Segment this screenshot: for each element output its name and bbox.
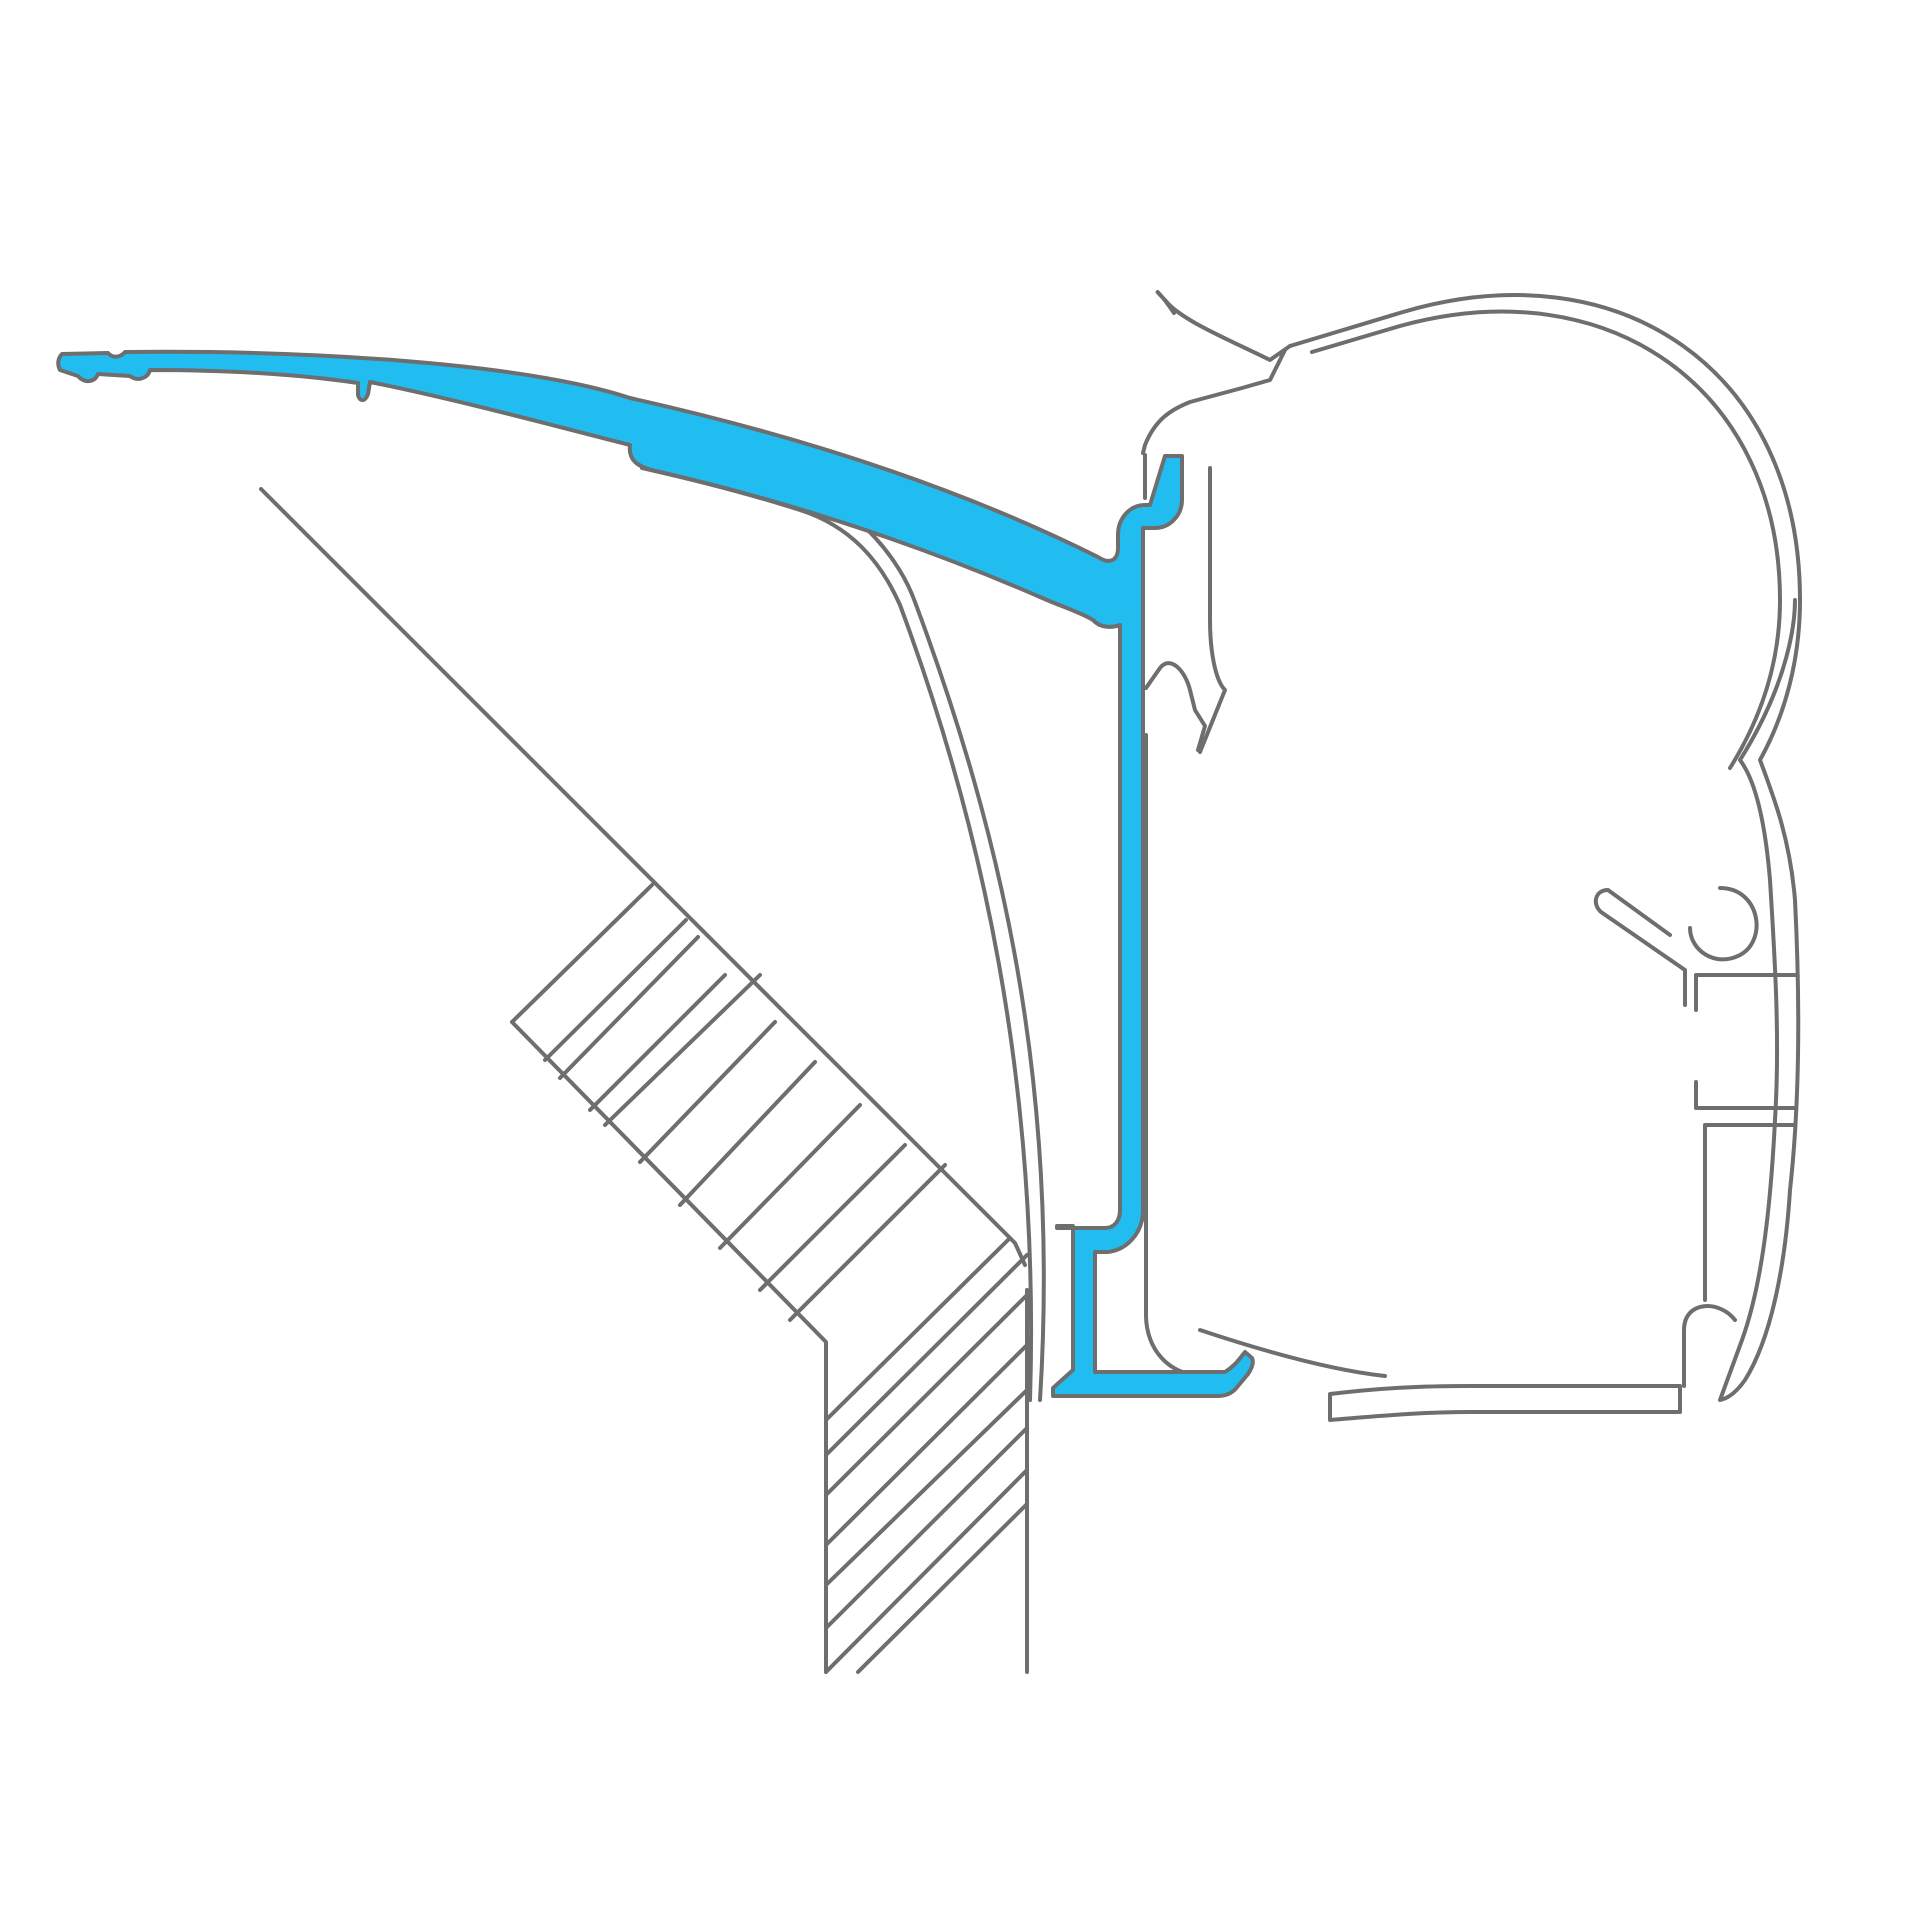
cassette-top-lip: [1155, 289, 1292, 362]
cassette-hook: [1593, 888, 1687, 1007]
hatch-line: [758, 1143, 907, 1292]
awning-cassette: [1141, 289, 1802, 1422]
cassette-main-body: [1288, 293, 1802, 1402]
cassette-lower-lip: [1682, 1304, 1737, 1388]
wall-base-line-2: [856, 1502, 1029, 1674]
hatch-line: [558, 935, 700, 1080]
hatch-line: [824, 1293, 1029, 1497]
hatch-line: [824, 1343, 1029, 1547]
hatch-line: [543, 918, 688, 1062]
hatch-line: [678, 1060, 817, 1207]
adapter-rail-profile: [56, 349, 1255, 1398]
roof-curve: [640, 444, 1046, 1402]
roof-curve-outer: [640, 444, 1046, 1402]
adapter-rail-highlighted: [56, 349, 1255, 1398]
hatch-line: [824, 1253, 1029, 1457]
hatch-lines: [543, 918, 1029, 1630]
cassette-lower-track: [1328, 1384, 1682, 1422]
cassette-bottom-curve: [1198, 1328, 1387, 1378]
hatch-line: [824, 1388, 1029, 1587]
cassette-slot-upper: [1694, 973, 1797, 1110]
cassette-channel-left: [1144, 661, 1207, 752]
wall-section-outline: [510, 883, 654, 1024]
hatch-line: [718, 1103, 862, 1250]
hatch-line: [824, 1426, 1029, 1630]
hatch-line: [824, 1236, 1012, 1422]
wall-base-line: [824, 1468, 1029, 1674]
hatch-line: [588, 973, 727, 1112]
hatch-line: [788, 1163, 947, 1322]
roof-edge-line: [259, 487, 1027, 1267]
cassette-inner-curve: [1310, 309, 1782, 770]
wall-section-bottom: [510, 1020, 828, 1674]
cassette-round-clip: [1688, 886, 1759, 962]
cassette-mid-left-wall: [1143, 453, 1227, 754]
cassette-inner-left-wall: [1144, 733, 1230, 1382]
roof-curve-inner: [640, 466, 1034, 1402]
cassette-inner-wall: [1703, 1123, 1797, 1302]
hatch-line: [603, 973, 762, 1127]
cassette-left-arm: [1141, 348, 1287, 455]
hatch-line: [638, 1020, 777, 1164]
wall-section-hatched: [259, 487, 1029, 1674]
